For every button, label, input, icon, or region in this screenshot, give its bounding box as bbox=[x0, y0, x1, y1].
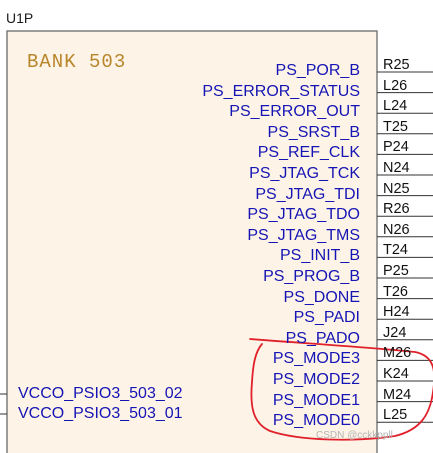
pin-name: PS_JTAG_TCK bbox=[249, 165, 360, 182]
pin-name: PS_INIT_B bbox=[279, 247, 360, 265]
pin-name: PS_REF_CLK bbox=[257, 144, 360, 162]
bank-label: BANK 503 bbox=[27, 51, 127, 73]
component-reference: U1P bbox=[6, 10, 34, 26]
pin-number: L25 bbox=[383, 407, 408, 424]
pin-name: PS_PADI bbox=[293, 309, 360, 327]
pin-name: PS_PADO bbox=[285, 329, 360, 347]
pin-name: VCCO_PSIO3_503_01 bbox=[18, 405, 183, 422]
left-pin-leads bbox=[0, 393, 7, 415]
pin-number: L26 bbox=[383, 77, 408, 94]
pin-number: R25 bbox=[383, 57, 410, 73]
right-pin-leads bbox=[377, 71, 433, 423]
pin-number: N24 bbox=[383, 160, 410, 176]
pin-number: N26 bbox=[383, 221, 410, 238]
pin-name: PS_MODE3 bbox=[272, 350, 360, 368]
pin-name: PS_MODE2 bbox=[272, 371, 360, 388]
pin-name: PS_ERROR_OUT bbox=[229, 103, 360, 121]
pin-name: PS_POR_B bbox=[275, 62, 360, 79]
pin-name: PS_JTAG_TMS bbox=[247, 226, 360, 244]
pin-number: M24 bbox=[383, 386, 412, 403]
pin-number: P25 bbox=[383, 263, 409, 279]
pin-number: K24 bbox=[383, 366, 409, 382]
pin-number: M26 bbox=[383, 345, 412, 362]
pin-name: VCCO_PSIO3_503_02 bbox=[18, 385, 183, 402]
pin-number: T25 bbox=[383, 118, 408, 135]
pin-number: L24 bbox=[383, 98, 408, 115]
pin-name: PS_DONE bbox=[283, 288, 360, 306]
pin-number: T24 bbox=[383, 242, 408, 259]
pin-name: PS_JTAG_TDI bbox=[255, 185, 360, 203]
pin-number: P24 bbox=[383, 139, 409, 156]
pin-name: PS_MODE0 bbox=[272, 412, 360, 430]
pin-number: H24 bbox=[383, 304, 410, 321]
pin-name: PS_ERROR_STATUS bbox=[202, 82, 360, 100]
pin-number: T26 bbox=[383, 283, 408, 300]
watermark: CSDN @cckkppll bbox=[316, 430, 393, 441]
pin-name: PS_SRST_B bbox=[267, 123, 360, 141]
pin-number: R26 bbox=[383, 201, 410, 218]
pin-name: PS_MODE1 bbox=[272, 391, 360, 409]
pin-number: J24 bbox=[383, 324, 407, 341]
component-body bbox=[6, 30, 378, 453]
pin-number: N25 bbox=[383, 180, 410, 197]
pin-name: PS_JTAG_TDO bbox=[247, 206, 360, 224]
pin-name: PS_PROG_B bbox=[263, 268, 360, 285]
mode-pins-annotation-circle bbox=[249, 338, 433, 441]
